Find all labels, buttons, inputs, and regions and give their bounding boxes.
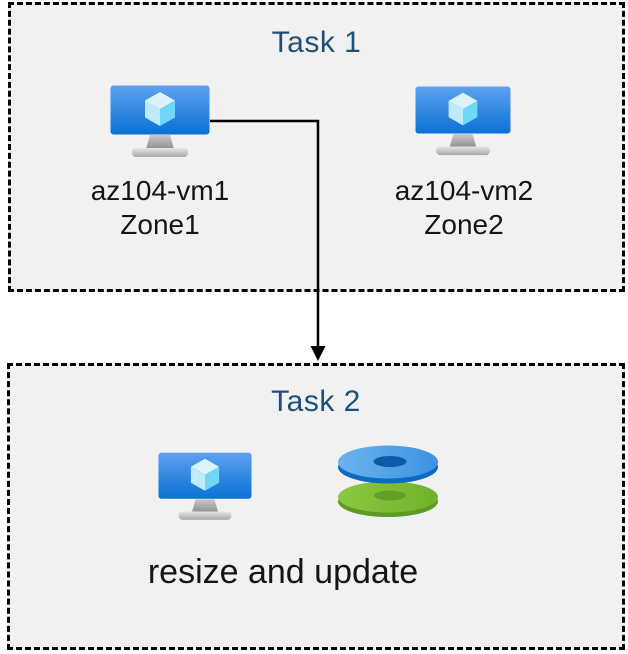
task2-caption: resize and update [147, 553, 419, 591]
vm2-zone: Zone2 [424, 209, 504, 240]
task2-title: Task 2 [271, 385, 361, 418]
virtual-machine-icon [158, 452, 252, 520]
virtual-machine-icon [415, 86, 511, 156]
vm1-name: az104-vm1 [90, 175, 230, 206]
virtual-machine-icon [110, 85, 210, 157]
disks-icon [338, 445, 438, 517]
vm2-label: az104-vm2 Zone2 [364, 174, 564, 242]
task2-box [7, 363, 625, 650]
vm1-zone: Zone1 [120, 209, 200, 240]
vm1-label: az104-vm1 Zone1 [60, 174, 260, 242]
task1-title: Task 1 [271, 26, 362, 59]
vm2-name: az104-vm2 [394, 175, 534, 206]
